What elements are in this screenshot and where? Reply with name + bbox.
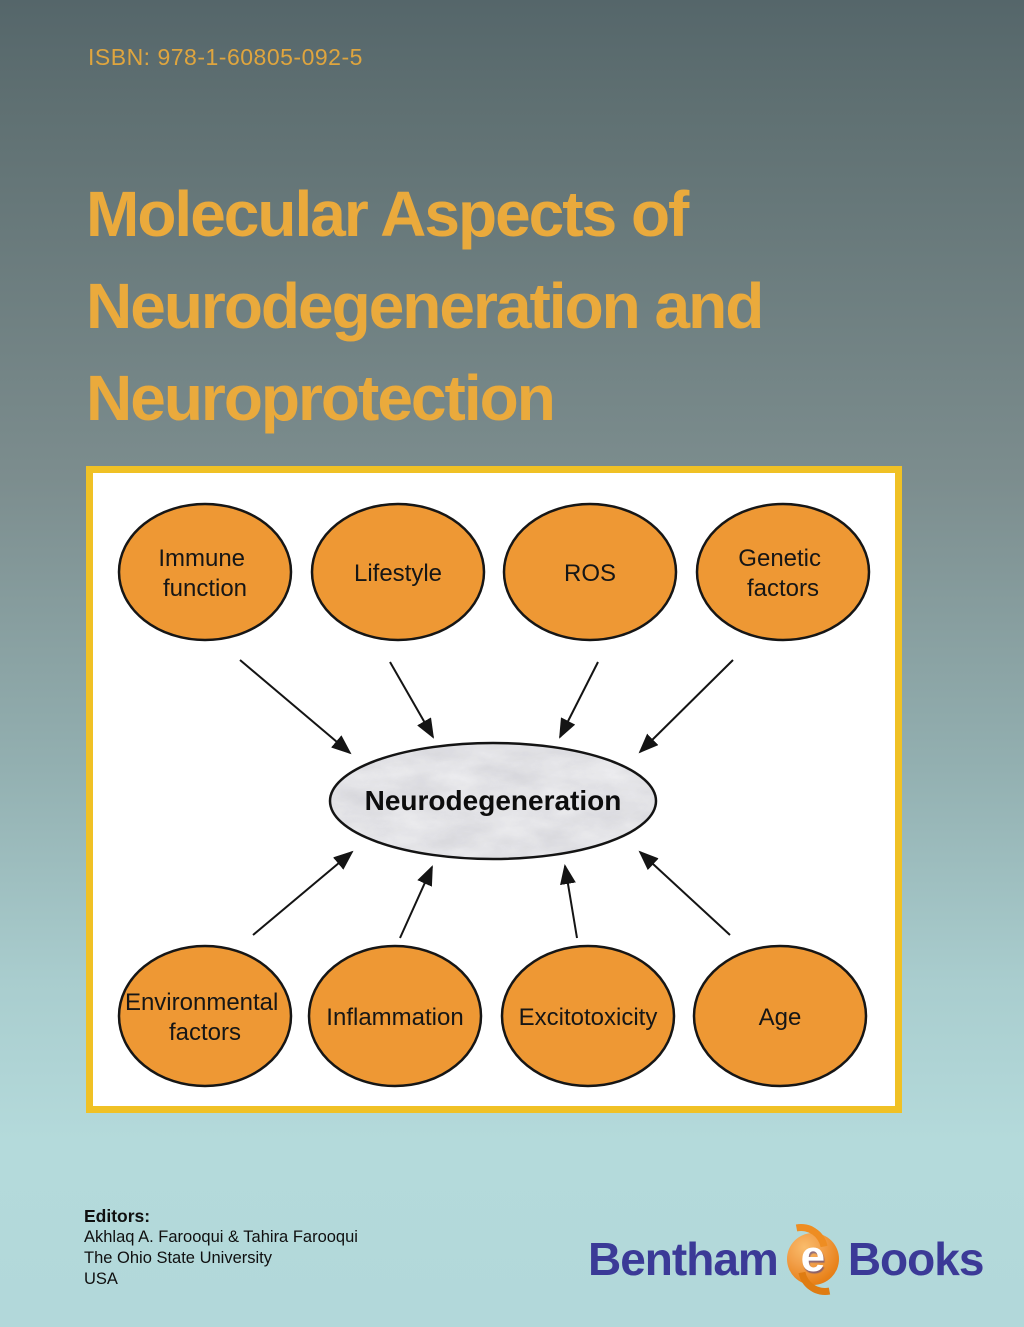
book-title-line-2: Neurodegeneration and	[86, 270, 764, 342]
node-inflammation: Inflammation	[307, 944, 483, 1088]
book-title-line-1: Molecular Aspects of	[86, 178, 689, 250]
e-icon-letter: e	[800, 1232, 826, 1281]
svg-text:Immune function: Immune function	[158, 545, 251, 602]
book-title-line-3: Neuroprotection	[86, 362, 556, 434]
arrows	[239, 659, 734, 939]
arrow-age	[638, 850, 731, 936]
node-neurodegeneration: Neurodegeneration	[328, 741, 658, 861]
arrow-ros	[559, 661, 599, 739]
svg-text:Neurodegeneration: Neurodegeneration	[365, 785, 622, 816]
node-environmental-factors: Environmental factors	[117, 944, 293, 1088]
arrow-genetic	[638, 659, 734, 754]
arrow-immune	[239, 659, 352, 755]
publisher-name-books: Books	[847, 1233, 985, 1285]
arrow-lifestyle	[389, 661, 434, 739]
node-immune-function: Immune function	[117, 502, 293, 642]
editors-affiliation: The Ohio State University	[84, 1249, 272, 1267]
svg-text:Lifestyle: Lifestyle	[354, 560, 442, 587]
svg-text:ROS: ROS	[564, 560, 616, 587]
arrow-inflammation	[399, 865, 433, 939]
node-lifestyle: Lifestyle	[310, 502, 486, 642]
node-ros: ROS	[502, 502, 678, 642]
publisher-name-bentham: Bentham	[588, 1233, 779, 1285]
isbn-text: ISBN: 978-1-60805-092-5	[88, 44, 363, 70]
arrow-environmental	[252, 850, 354, 936]
editors-block: Editors: Akhlaq A. Farooqui & Tahira Far…	[84, 1206, 358, 1290]
causes-diagram: Immune function Lifestyle ROS Genetic	[86, 466, 902, 1113]
svg-text:Environmental factor: Environmental factors	[125, 989, 285, 1046]
svg-text:Excitotoxicity: Excitotoxicity	[519, 1004, 658, 1031]
node-excitotoxicity: Excitotoxicity	[500, 944, 676, 1088]
book-title: Molecular Aspects of Neurodegeneration a…	[86, 168, 946, 444]
editors-heading: Editors:	[84, 1206, 151, 1226]
svg-text:Genetic factors: Genetic factors	[738, 545, 827, 602]
svg-text:Inflammation: Inflammation	[326, 1004, 463, 1031]
node-age: Age	[692, 944, 868, 1088]
bentham-e-icon: e	[763, 1213, 863, 1306]
arrow-excitotoxicity	[560, 864, 578, 939]
publisher-logo: Bentham e Books	[588, 1213, 985, 1306]
diagram-svg: Immune function Lifestyle ROS Genetic	[117, 502, 871, 1088]
svg-text:Age: Age	[759, 1004, 802, 1031]
editors-country: USA	[84, 1270, 118, 1288]
node-genetic-factors: Genetic factors	[695, 502, 871, 642]
editors-names: Akhlaq A. Farooqui & Tahira Farooqui	[84, 1228, 358, 1246]
